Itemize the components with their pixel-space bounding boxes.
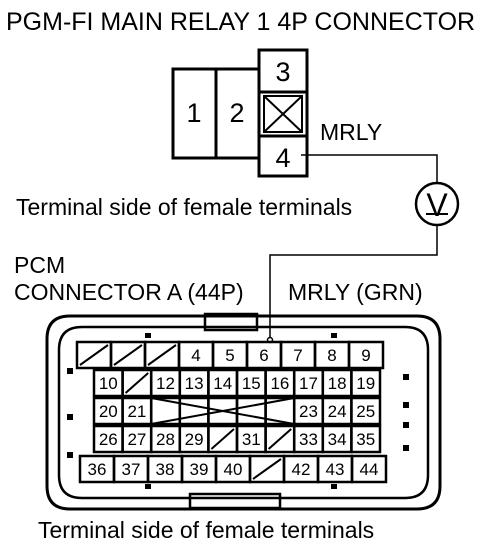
- terminal-label: 17: [299, 374, 318, 393]
- relay-pin-4: 4: [275, 143, 290, 173]
- voltmeter-symbol: V: [426, 187, 448, 223]
- terminal-label: 27: [127, 430, 146, 449]
- terminal-label: 26: [99, 430, 118, 449]
- terminal-label: 44: [360, 460, 379, 479]
- terminal-label: 35: [356, 430, 375, 449]
- terminal-label: 34: [328, 430, 347, 449]
- terminal-label: 13: [185, 374, 204, 393]
- relay-pin-2: 2: [229, 98, 244, 128]
- terminal-label: 15: [242, 374, 261, 393]
- terminal-label: 4: [191, 346, 200, 365]
- terminal-label: 7: [293, 346, 302, 365]
- terminal-label: 38: [156, 460, 175, 479]
- terminal-cell: [347, 340, 385, 370]
- terminal-label: 24: [328, 402, 347, 421]
- terminal-label: 21: [127, 402, 146, 421]
- terminal-label: 33: [299, 430, 318, 449]
- unused-terminal-mark: [124, 372, 149, 394]
- pcm-connector-name: CONNECTOR A (44P): [14, 279, 244, 305]
- unused-terminal-mark: [210, 428, 235, 450]
- relay-pin-3: 3: [275, 57, 290, 87]
- unused-terminal-mark: [147, 344, 177, 366]
- unused-terminal-mark: [113, 344, 143, 366]
- terminal-label: 29: [185, 430, 204, 449]
- terminal-label: 23: [299, 402, 318, 421]
- terminal-cell: [350, 454, 388, 484]
- relay-pin-1: 1: [186, 98, 201, 128]
- terminal-cell: [350, 424, 382, 454]
- terminal-label: 40: [224, 460, 243, 479]
- terminal-label: 37: [122, 460, 141, 479]
- terminal-label: 39: [190, 460, 209, 479]
- relay-connector: 1 2 3 4: [171, 48, 309, 178]
- terminal-cell: [350, 396, 382, 426]
- pcm-connector-housing: [45, 312, 442, 511]
- terminal-cell: [178, 396, 210, 426]
- terminal-label: 16: [270, 374, 289, 393]
- terminal-label: 6: [259, 346, 268, 365]
- terminal-label: 10: [99, 374, 118, 393]
- terminal-label: 43: [326, 460, 345, 479]
- pcm-title: PCM: [14, 252, 65, 278]
- unused-terminal-block-mark: [151, 397, 295, 425]
- terminal-label: 20: [99, 402, 118, 421]
- terminal-label: 28: [156, 430, 175, 449]
- terminal-label: 14: [213, 374, 232, 393]
- terminal-label: 42: [292, 460, 311, 479]
- terminal-label: 12: [156, 374, 175, 393]
- diagram-title: PGM-FI MAIN RELAY 1 4P CONNECTOR: [6, 8, 475, 36]
- terminal-label: 31: [242, 430, 261, 449]
- terminal-label: 18: [328, 374, 347, 393]
- unused-terminal-mark: [267, 428, 292, 450]
- pcm-terminal-grid: 4 5 6 7 8 9 10 12 13 14 15 16 17 18 19 20 21 23 24 25 26 27 28…: [75, 340, 388, 484]
- relay-caption: Terminal side of female terminals: [16, 194, 352, 220]
- terminal-cell: [350, 368, 382, 398]
- terminal-label: 5: [225, 346, 234, 365]
- terminal-label: 8: [327, 346, 336, 365]
- probe-wiring: [266, 154, 438, 344]
- pcm-caption: Terminal side of female terminals: [38, 517, 374, 543]
- pcm-wire-label: MRLY (GRN): [288, 279, 423, 305]
- terminal-cell: [235, 396, 267, 426]
- terminal-label: 36: [88, 460, 107, 479]
- unused-terminal-mark: [252, 458, 282, 480]
- voltmeter-icon: V: [414, 181, 460, 227]
- terminal-label: 25: [356, 402, 375, 421]
- unused-terminal-mark: [79, 344, 109, 366]
- relay-wire-label: MRLY: [320, 119, 382, 145]
- terminal-label: 9: [361, 346, 370, 365]
- terminal-label: 19: [356, 374, 375, 393]
